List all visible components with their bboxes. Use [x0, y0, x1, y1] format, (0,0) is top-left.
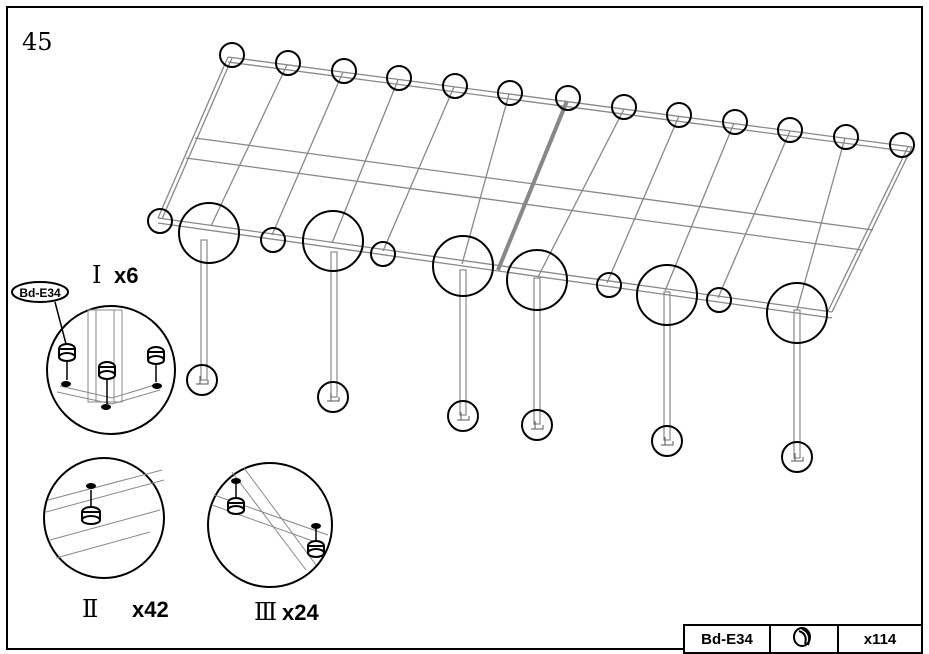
- step-number: 45: [22, 28, 53, 56]
- parts-table: Bd-E34 x114: [683, 624, 923, 654]
- part-quantity: x114: [837, 624, 923, 654]
- detail-numeral: Ⅲ: [254, 598, 277, 626]
- detail-2: Ⅱ x42: [43, 457, 169, 623]
- cap-nut-icon: [81, 506, 101, 525]
- part-code: Bd-E34: [683, 624, 771, 654]
- cap-nut-icon: [58, 343, 165, 380]
- detail-numeral: Ⅰ: [92, 261, 101, 289]
- part-icon-cell: [769, 624, 839, 654]
- cap-nut-icon: [793, 627, 811, 647]
- detail-count: x42: [132, 597, 169, 622]
- page-frame: [6, 6, 923, 650]
- callout-circles: [147, 42, 915, 473]
- detail-count: x6: [114, 263, 138, 288]
- splice-rafter: [496, 100, 569, 271]
- roof-frame: [157, 56, 913, 319]
- detail-1: Bd-E34 Ⅰ x6: [11, 261, 176, 435]
- detail-3: Ⅲ x24: [207, 462, 333, 626]
- part-label: Bd-E34: [19, 286, 61, 300]
- detail-numeral: Ⅱ: [82, 595, 98, 623]
- detail-count: x24: [282, 600, 319, 625]
- posts: [200, 239, 801, 459]
